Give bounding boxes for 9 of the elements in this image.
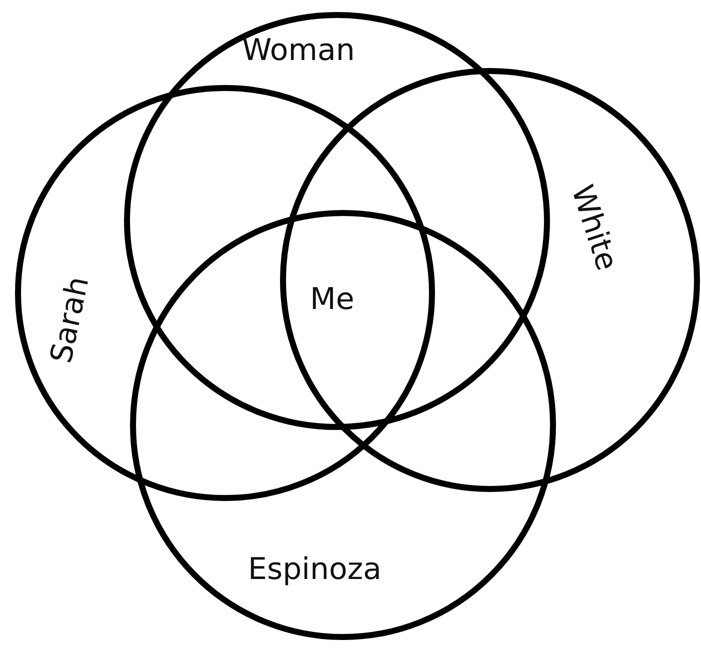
venn-circle — [15, 85, 435, 501]
venn-circle — [130, 210, 556, 640]
set-label: Woman — [242, 36, 355, 66]
set-label: Sarah — [46, 274, 94, 366]
set-label: Espinoza — [248, 555, 382, 585]
venn-circle — [280, 68, 700, 492]
center-label: Me — [310, 285, 354, 315]
venn-circle — [124, 12, 550, 430]
set-label: White — [566, 182, 622, 274]
